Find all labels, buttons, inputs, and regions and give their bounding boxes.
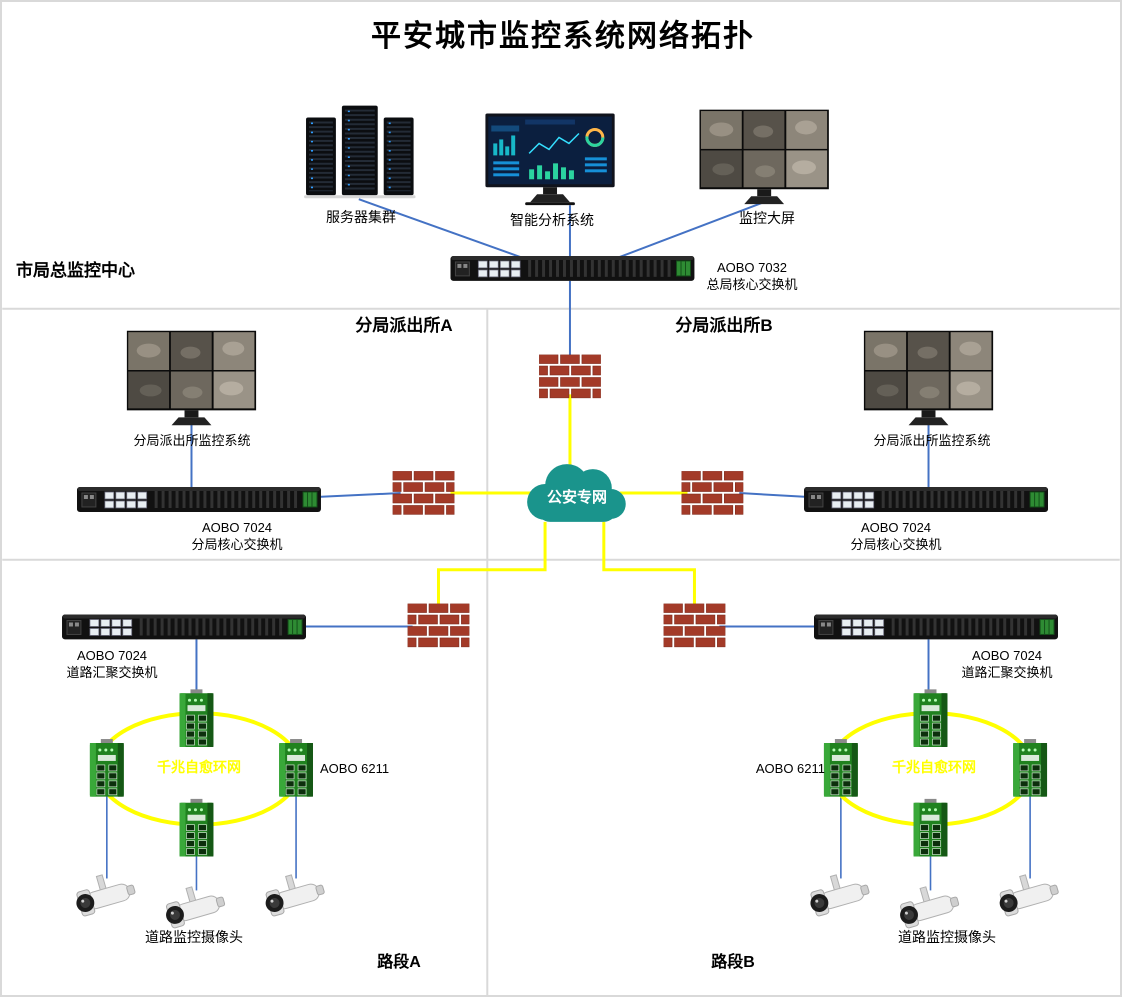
hq-switch-name-label: 总局核心交换机 [706,277,798,292]
branch-b-switch-icon [804,487,1048,512]
branch-a-monitor-label: 分局派出所监控系统 [133,433,251,448]
road-b-ring-switch-right-icon [1012,739,1048,797]
branch-a-section-label: 分局派出所A [355,316,453,335]
road-a-switch-icon [62,615,306,640]
page-title: 平安城市监控系统网络拓扑 [371,20,755,53]
road-a-camera-3-icon [260,868,328,918]
road-a-switch-model-label: AOBO 7024 [76,648,148,663]
branch-b-section-label: 分局派出所B [675,316,773,335]
road-b-ring-label: 千兆自愈环网 [892,759,976,775]
big-screen-icon [699,109,829,205]
road-b-switch-icon [814,615,1058,640]
branch-a-switch-name-label: 分局核心交换机 [191,537,283,552]
road-b-ring-switch-bottom-icon [913,798,948,857]
road-b-firewall-icon [663,603,726,648]
police-network-label: 公安专网 [546,489,607,506]
branch-b-monitor-icon [863,330,994,426]
server-cluster-icon [304,106,416,199]
branch-b-switch-model-label: AOBO 7024 [860,520,932,535]
link-firewall-b-to-switch [739,492,810,499]
branch-b-switch-name-label: 分局核心交换机 [850,537,942,552]
links [106,198,1031,891]
server-cluster-label: 服务器集群 [326,209,396,225]
road-b-camera-3-icon [994,868,1062,918]
link-bigscreen-to-core-switch [619,202,762,258]
road-b-ring-switch-label: AOBO 6211 [755,761,825,776]
road-a-ring-label: 千兆自愈环网 [157,759,241,775]
branch-b-firewall-icon [681,471,744,515]
road-b-cameras-label: 道路监控摄像头 [898,929,996,945]
road-a-ring-switch-right-icon [278,739,314,797]
analysis-system-icon [485,113,615,207]
road-b-ring-switch-left-icon [823,739,859,797]
branch-b-monitor-label: 分局派出所监控系统 [873,433,991,448]
road-b-switch-model-label: AOBO 7024 [971,648,1043,663]
branch-a-monitor-icon [126,330,257,426]
road-a-switch-name-label: 道路汇聚交换机 [66,665,158,680]
road-b-ring-switch-top-icon [913,689,948,747]
link-servers-to-core-switch [358,198,521,258]
branch-a-firewall-icon [392,471,455,515]
hq-section-label: 市局总监控中心 [16,261,135,280]
hq-core-switch-icon [450,256,694,281]
road-a-section-label: 路段A [377,954,421,971]
big-screen-label: 监控大屏 [739,210,795,226]
branch-a-switch-model-label: AOBO 7024 [201,520,273,535]
link-switch-a-to-firewall [315,492,401,499]
road-b-section-label: 路段B [711,954,755,971]
road-a-ring-switch-label: AOBO 6211 [320,761,390,776]
branch-a-switch-icon [77,487,321,512]
road-a-camera-2-icon [160,880,228,930]
road-b-switch-name-label: 道路汇聚交换机 [961,665,1053,680]
road-a-ring-switch-top-icon [179,689,214,747]
road-a-firewall-icon [407,603,470,648]
road-b-camera-1-icon [805,868,873,918]
road-a-cameras-label: 道路监控摄像头 [145,929,243,945]
analysis-system-label: 智能分析系统 [510,212,594,228]
hq-firewall-icon [539,354,601,399]
road-b-camera-2-icon [894,880,962,930]
road-a-camera-1-icon [70,868,139,918]
link-cloud-to-road-b-firewall [602,521,696,610]
hq-switch-model-label: AOBO 7032 [716,260,788,275]
section-dividers [2,307,1120,995]
link-cloud-to-road-a-firewall [436,521,547,610]
road-a-ring-switch-bottom-icon [179,798,214,857]
